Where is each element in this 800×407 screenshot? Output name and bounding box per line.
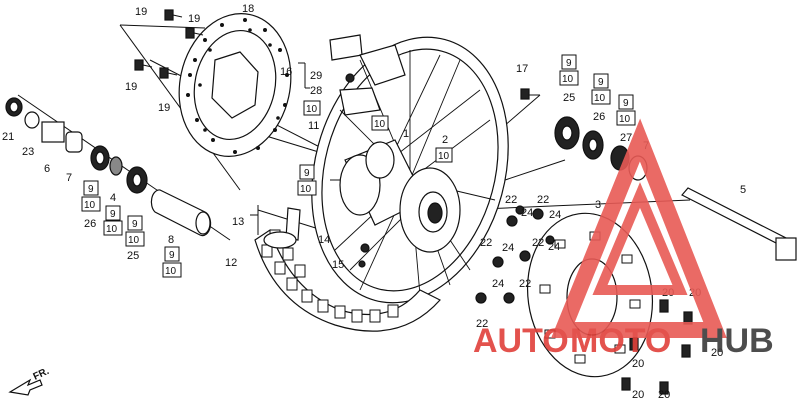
- watermark-logo: AUTO MOTO HUB: [473, 118, 774, 360]
- callout-13: 13: [232, 216, 244, 228]
- callout-21: 21: [2, 131, 14, 143]
- sprocket-fasteners: [475, 205, 693, 395]
- callout-18: 18: [242, 3, 254, 15]
- ref-box-9: 9: [304, 168, 310, 179]
- watermark-word-moto: MOTO: [570, 322, 671, 360]
- callout-5: 5: [740, 184, 746, 196]
- ref-box-9: 9: [88, 184, 94, 195]
- ref-box-10: 10: [306, 104, 318, 115]
- ref-box-10: 10: [106, 224, 118, 235]
- callout-28: 28: [310, 85, 322, 97]
- callout-23: 23: [22, 146, 34, 158]
- callout-19: 19: [135, 6, 147, 18]
- callout-19: 19: [158, 102, 170, 114]
- ref-box-10: 10: [594, 93, 606, 104]
- callout-22: 22: [532, 237, 544, 249]
- rim-lock: [263, 207, 370, 268]
- callout-20: 20: [658, 389, 670, 401]
- direction-label: FR.: [32, 366, 51, 383]
- ref-box-10: 10: [438, 151, 450, 162]
- callout-19: 19: [125, 81, 137, 93]
- callout-8: 8: [168, 234, 174, 246]
- caliper-bracket: [329, 34, 406, 116]
- callout-26: 26: [593, 111, 605, 123]
- callout-20: 20: [711, 347, 723, 359]
- watermark-triangle: [551, 118, 727, 338]
- callout-16: 16: [280, 66, 292, 78]
- ref-box-10: 10: [84, 200, 96, 211]
- callout-11: 11: [308, 120, 319, 132]
- wheel-assembly: [311, 36, 509, 304]
- boxed-refs: 10 10 10 9 10 9 10 9 10 9 10 9 10 9 10 9: [81, 54, 636, 278]
- callout-22: 22: [476, 318, 488, 330]
- ref-box-9: 9: [566, 58, 572, 69]
- watermark-word-auto: AUTO: [473, 322, 569, 360]
- callout-29: 29: [310, 70, 322, 82]
- ref-box-9: 9: [132, 219, 138, 230]
- callout-24: 24: [502, 242, 514, 254]
- callout-22: 22: [480, 237, 492, 249]
- callout-22: 22: [505, 194, 517, 206]
- ref-box-10: 10: [165, 266, 177, 277]
- ref-box-10: 10: [128, 235, 140, 246]
- callout-25: 25: [563, 92, 575, 104]
- callout-12: 12: [225, 257, 237, 269]
- callout-17: 17: [516, 63, 528, 75]
- tire: [254, 229, 441, 332]
- watermark-word-hub: HUB: [700, 322, 774, 360]
- callout-15: 15: [332, 259, 344, 271]
- ref-box-9: 9: [623, 98, 629, 109]
- callout-25: 25: [127, 250, 139, 262]
- callout-3: 3: [595, 199, 601, 211]
- callout-19: 19: [188, 13, 200, 25]
- callout-1: 1: [403, 128, 409, 140]
- brake-disc: [178, 13, 292, 157]
- callout-27: 27: [620, 132, 632, 144]
- ref-box-10: 10: [619, 114, 631, 125]
- axle: [681, 187, 797, 261]
- callout-22: 22: [537, 194, 549, 206]
- ref-box-9: 9: [598, 77, 604, 88]
- callout-20: 20: [632, 389, 644, 401]
- callout-24: 24: [492, 278, 504, 290]
- left-axle-parts: [5, 97, 212, 237]
- callout-22: 22: [519, 278, 531, 290]
- disc-bolts: [134, 9, 204, 79]
- ref-box-10: 10: [562, 74, 574, 85]
- callout-2: 2: [442, 134, 448, 146]
- callout-24: 24: [549, 209, 561, 221]
- callout-24: 24: [548, 241, 560, 253]
- callout-24: 24: [521, 207, 533, 219]
- callout-4: 4: [110, 192, 116, 204]
- callout-brackets: [250, 62, 310, 235]
- ref-box-9: 9: [169, 250, 175, 261]
- callout-14: 14: [318, 234, 330, 246]
- ref-box-10: 10: [374, 119, 386, 130]
- callout-26: 26: [84, 218, 96, 230]
- ref-box-9: 9: [110, 209, 116, 220]
- ref-box-10: 10: [300, 184, 312, 195]
- front-direction-arrow: FR.: [8, 366, 51, 396]
- callout-6: 6: [44, 163, 50, 175]
- callout-7: 7: [66, 172, 72, 184]
- callout-20: 20: [632, 358, 644, 370]
